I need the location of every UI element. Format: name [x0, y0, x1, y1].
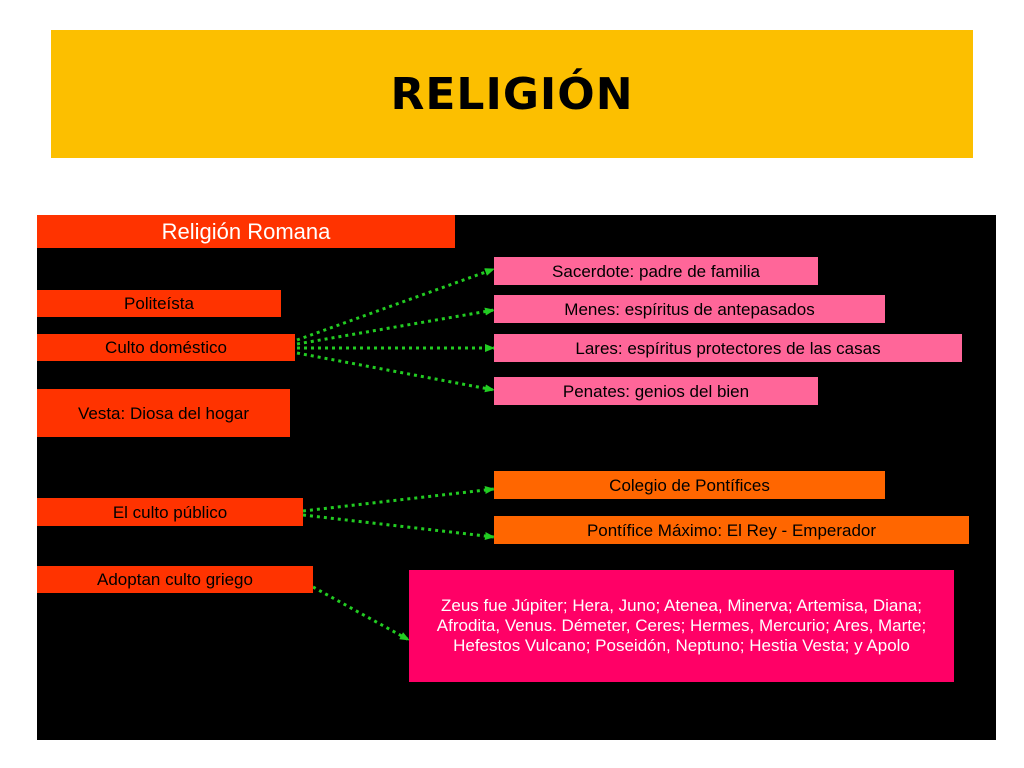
box-culto-domestico-label: Culto doméstico: [105, 338, 227, 357]
arrow-to-colegio: [302, 486, 495, 513]
diagram-header: Religión Romana: [37, 215, 455, 248]
connector-arrows: [296, 267, 495, 642]
box-politeista: Politeísta: [37, 290, 281, 317]
box-culto-publico-label: El culto público: [112, 502, 228, 522]
title-banner: RELIGIÓN: [51, 30, 973, 158]
diagram-header-label: Religión Romana: [161, 219, 331, 244]
box-sacerdote: Sacerdote: padre de familia: [494, 257, 818, 285]
diagram-panel: Religión Romana Politeísta Culto domésti…: [37, 215, 996, 740]
box-dioses-label: Zeus fue Júpiter; Hera, Juno; Atenea, Mi…: [436, 596, 927, 655]
box-culto-domestico: Culto doméstico: [37, 334, 295, 361]
box-menes-label: Menes: espíritus de antepasados: [564, 299, 815, 319]
box-culto-publico: El culto público: [37, 498, 303, 526]
box-vesta-label: Vesta: Diosa del hogar: [77, 403, 250, 423]
box-dioses-griegos-romanos: Zeus fue Júpiter; Hera, Juno; Atenea, Mi…: [409, 570, 954, 682]
box-penates: Penates: genios del bien: [494, 377, 818, 405]
box-sacerdote-label: Sacerdote: padre de familia: [552, 261, 760, 281]
box-adoptan-culto-griego: Adoptan culto griego: [37, 566, 313, 593]
box-pontifice-maximo: Pontífice Máximo: El Rey - Emperador: [494, 516, 969, 544]
box-penates-label: Penates: genios del bien: [562, 381, 750, 401]
arrow-to-menes: [296, 307, 495, 346]
box-colegio-pontifices: Colegio de Pontífices: [494, 471, 885, 499]
box-colegio-label: Colegio de Pontífices: [609, 475, 770, 495]
box-adoptan-label: Adoptan culto griego: [97, 570, 253, 589]
box-lares: Lares: espíritus protectores de las casa…: [494, 334, 962, 362]
box-vesta: Vesta: Diosa del hogar: [37, 389, 290, 437]
arrow-to-sacerdote: [296, 267, 495, 342]
arrow-to-dioses: [312, 585, 410, 642]
arrow-to-penates: [296, 351, 495, 393]
box-politeista-label: Politeísta: [124, 294, 194, 313]
arrow-to-pontifice: [302, 513, 495, 540]
box-menes: Menes: espíritus de antepasados: [494, 295, 885, 323]
slide-title: RELIGIÓN: [390, 68, 634, 120]
box-lares-label: Lares: espíritus protectores de las casa…: [575, 338, 881, 358]
box-pontifice-label: Pontífice Máximo: El Rey - Emperador: [586, 520, 877, 540]
